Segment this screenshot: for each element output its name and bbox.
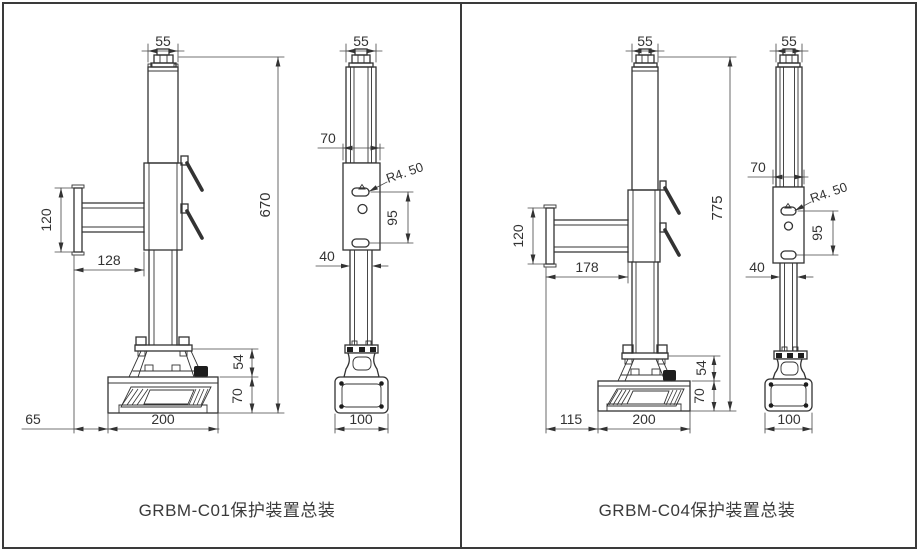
dim-c04-side-slot-radius: R4. 50 (808, 179, 849, 206)
dim-c04-side-hole-spacing: 95 (809, 225, 825, 241)
dim-c04-side-plate-width: 70 (750, 159, 766, 175)
dim-c04-front-base-width: 200 (632, 411, 656, 427)
c01-connector-block (194, 366, 208, 377)
dim-c01-front-mount-height: 54 (230, 354, 246, 370)
dim-c04-side-base-width: 100 (777, 411, 801, 427)
c01-front-sleeve (143, 162, 183, 251)
c01-front-mount-bracket (128, 336, 204, 378)
c04-front-view: 55 775 (510, 33, 737, 434)
dim-c01-side-hole-spacing: 95 (384, 210, 400, 226)
c01-clamp-levers (180, 155, 204, 240)
dim-c01-side-top-width: 55 (353, 33, 369, 49)
c04-side-column (775, 66, 803, 352)
dim-c01-front-plate-height: 120 (38, 208, 54, 232)
dim-c01-front-base-height: 70 (229, 388, 245, 404)
dim-c01-front-base-offset: 65 (25, 411, 41, 427)
dim-c01-front-base-width: 200 (151, 411, 175, 427)
dim-c01-front-top-width: 55 (155, 33, 171, 49)
dim-c01-side-tube-width: 40 (319, 248, 335, 264)
c04-side-mounting-plate (772, 186, 805, 264)
c04-assembly-title: GRBM-C04保护装置总装 (599, 501, 796, 520)
c01-side-base (334, 340, 389, 414)
c01-side-view: 55 (315, 33, 425, 434)
dim-c01-front-arm-length: 128 (97, 252, 121, 268)
dim-c04-side-tube-width: 40 (749, 259, 765, 275)
dim-c04-front-top-width: 55 (637, 33, 653, 49)
dim-c01-side-plate-width: 70 (320, 130, 336, 146)
c01-front-arm (71, 184, 145, 256)
c04-front-mount-bracket (617, 344, 673, 382)
dim-c04-front-plate-height: 120 (510, 224, 526, 248)
c04-front-lower-column (631, 261, 659, 354)
dim-c04-front-mount-height: 54 (693, 360, 709, 376)
c04-front-arm (543, 204, 629, 268)
c01-side-column (345, 66, 377, 346)
dim-c04-front-base-offset: 115 (560, 411, 583, 427)
c04-connector-block (663, 370, 676, 381)
c04-front-sleeve (627, 189, 661, 263)
c04-front-column (631, 66, 659, 191)
c01-front-view: 55 670 (21, 33, 285, 434)
dim-c01-side-base-width: 100 (349, 411, 373, 427)
dim-c01-front-total-height: 670 (257, 192, 274, 217)
c01-side-mounting-plate (342, 162, 381, 251)
c04-clamp-levers (659, 180, 681, 257)
c01-front-base (107, 376, 219, 414)
c04-front-base (597, 380, 691, 412)
c01-front-column (147, 66, 179, 164)
dim-c04-side-top-width: 55 (781, 33, 797, 49)
dim-c04-front-total-height: 775 (709, 195, 726, 220)
dim-c01-side-slot-radius: R4. 50 (384, 159, 425, 186)
c01-front-lower-column (148, 249, 178, 346)
c01-assembly-title: GRBM-C01保护装置总装 (139, 501, 336, 520)
c04-side-base (764, 346, 813, 412)
dim-c04-front-arm-length: 178 (575, 259, 599, 275)
c04-side-view: 55 (745, 33, 849, 434)
dim-c04-front-base-height: 70 (691, 388, 707, 404)
